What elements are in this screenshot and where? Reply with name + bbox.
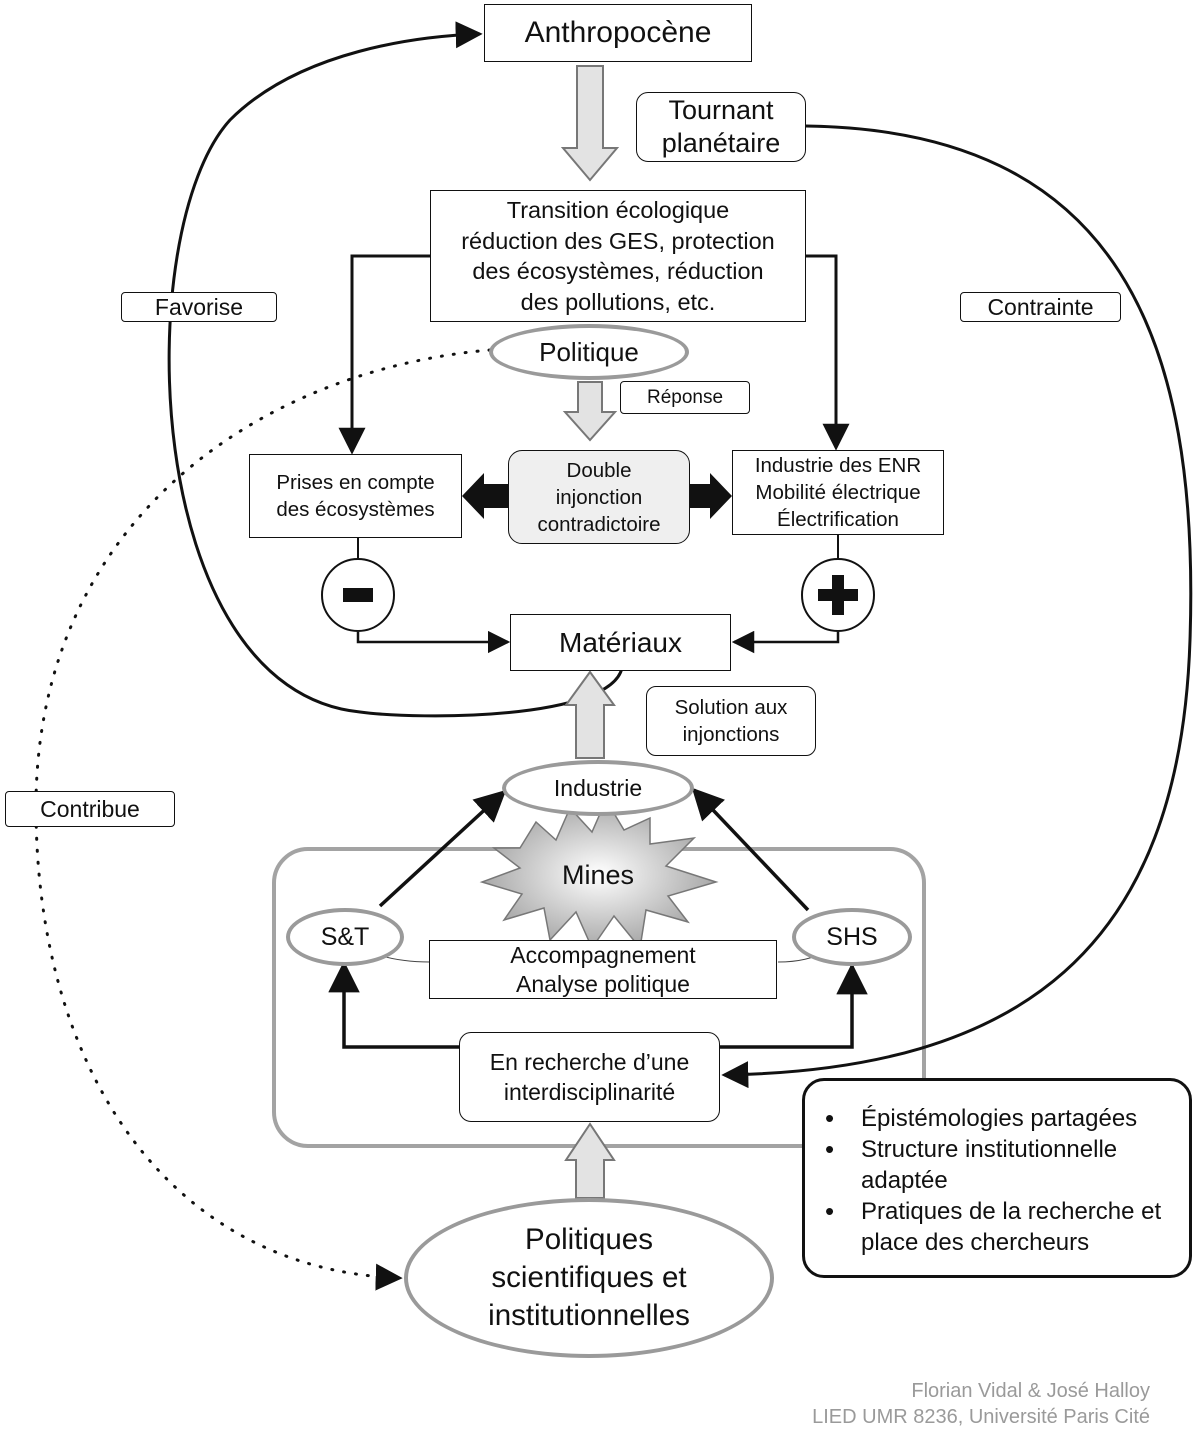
transition-line-1: Transition écologique — [506, 197, 730, 223]
solution-line-1: Solution aux — [674, 696, 788, 719]
label-reponse: Réponse — [620, 381, 750, 414]
edge-recherche-st — [328, 960, 460, 1049]
block-arrow-industrie-materiaux — [564, 670, 616, 759]
edge-transition-enr — [806, 254, 850, 451]
enr-line-1: Industrie des ENR — [754, 454, 922, 477]
enr-line-3: Électrification — [777, 508, 899, 531]
transition-line-3: des écosystèmes, réduction — [472, 258, 764, 284]
st-label: S&T — [320, 922, 370, 951]
transition-line-4: des pollutions, etc. — [520, 288, 716, 315]
node-recherche-interdisciplinarite: En recherche d’une interdisciplinarité — [459, 1032, 720, 1122]
node-accompagnement: Accompagnement Analyse politique — [429, 940, 777, 999]
edge-recherche-shs — [720, 962, 868, 1049]
principle-item: Pratiques de la recherche et place des c… — [825, 1196, 1171, 1258]
label-contrainte: Contrainte — [960, 292, 1121, 322]
block-arrow-politique-double — [562, 381, 618, 442]
node-materiaux: Matériaux — [510, 614, 731, 671]
tournant-line-1: Tournant — [668, 95, 774, 125]
thick-arrow-right — [690, 473, 732, 519]
contribue-text: Contribue — [40, 795, 140, 822]
politiques-line-2: scientifiques et — [491, 1261, 687, 1294]
edge-minus-materiaux — [356, 630, 511, 654]
politiques-line-3: institutionnelles — [488, 1299, 690, 1332]
reponse-text: Réponse — [646, 386, 724, 408]
prises-line-1: Prises en compte — [276, 471, 435, 494]
recherche-line-2: interdisciplinarité — [503, 1079, 676, 1105]
principle-item: Structure institutionnelle adaptée — [825, 1134, 1171, 1196]
credit-authors: Florian Vidal & José Halloy — [911, 1380, 1150, 1402]
edge-plus-materiaux — [731, 630, 840, 654]
enr-line-2: Mobilité électrique — [755, 481, 921, 504]
node-industrie-enr: Industrie des ENR Mobilité électrique Él… — [732, 450, 944, 535]
node-shs: SHS — [792, 908, 912, 966]
double-line-2: injonction — [555, 485, 643, 509]
double-line-3: contradictoire — [537, 512, 661, 536]
thick-arrow-left — [462, 473, 508, 519]
node-politique: Politique — [489, 324, 689, 380]
block-arrow-politiques-recherche — [564, 1122, 616, 1199]
transition-line-2: réduction des GES, protection — [461, 227, 775, 254]
accompagnement-line-1: Accompagnement — [510, 941, 696, 968]
materiaux-label: Matériaux — [559, 626, 682, 658]
node-prises-en-compte: Prises en compte des écosystèmes — [249, 454, 462, 538]
node-politiques-scientifiques: Politiques scientifiques et institutionn… — [404, 1198, 774, 1358]
shs-label: SHS — [826, 922, 878, 951]
principles-panel: Épistémologies partagées Structure insti… — [802, 1078, 1192, 1278]
node-industrie: Industrie — [502, 760, 694, 816]
node-anthropocene: Anthropocène — [484, 4, 752, 62]
edge-st-industrie — [378, 789, 507, 908]
node-tournant-planetaire: Tournant planétaire — [636, 92, 806, 162]
label-contribue: Contribue — [5, 791, 175, 827]
anthropocene-label: Anthropocène — [524, 16, 712, 49]
tournant-line-2: planétaire — [661, 128, 781, 158]
principles-list: Épistémologies partagées Structure insti… — [823, 1103, 1171, 1258]
node-double-injonction: Double injonction contradictoire — [508, 450, 690, 544]
label-favorise: Favorise — [121, 292, 277, 322]
edge-transition-prises — [338, 254, 430, 455]
accompagnement-line-2: Analyse politique — [516, 970, 690, 997]
politiques-line-1: Politiques — [525, 1223, 653, 1256]
double-line-1: Double — [566, 458, 632, 482]
favorise-loop-edge — [167, 21, 624, 718]
favorise-text: Favorise — [154, 293, 244, 320]
solution-line-2: injonctions — [682, 723, 780, 746]
minus-sign — [321, 558, 395, 632]
prises-line-2: des écosystèmes — [276, 498, 435, 521]
politique-label: Politique — [539, 336, 639, 367]
plus-sign — [801, 558, 875, 632]
minus-icon — [343, 588, 373, 602]
credit: Florian Vidal & José Halloy LIED UMR 823… — [730, 1378, 1150, 1430]
industrie-label: Industrie — [553, 774, 643, 801]
contrainte-loop-edge — [721, 124, 1193, 1089]
node-transition-ecologique: Transition écologique réduction des GES,… — [430, 190, 806, 322]
node-st: S&T — [286, 908, 404, 966]
plus-icon — [818, 575, 858, 615]
credit-affiliation: LIED UMR 8236, Université Paris Cité — [812, 1406, 1150, 1428]
recherche-line-1: En recherche d’une — [489, 1049, 690, 1075]
block-arrow-anthropocene-transition — [560, 65, 620, 182]
mines-starburst — [479, 798, 719, 950]
mines-label: Mines — [561, 860, 635, 890]
edge-shs-industrie — [691, 787, 810, 912]
principle-item: Épistémologies partagées — [825, 1103, 1171, 1134]
contrainte-text: Contrainte — [987, 293, 1094, 320]
node-solution-injonctions: Solution aux injonctions — [646, 686, 816, 756]
